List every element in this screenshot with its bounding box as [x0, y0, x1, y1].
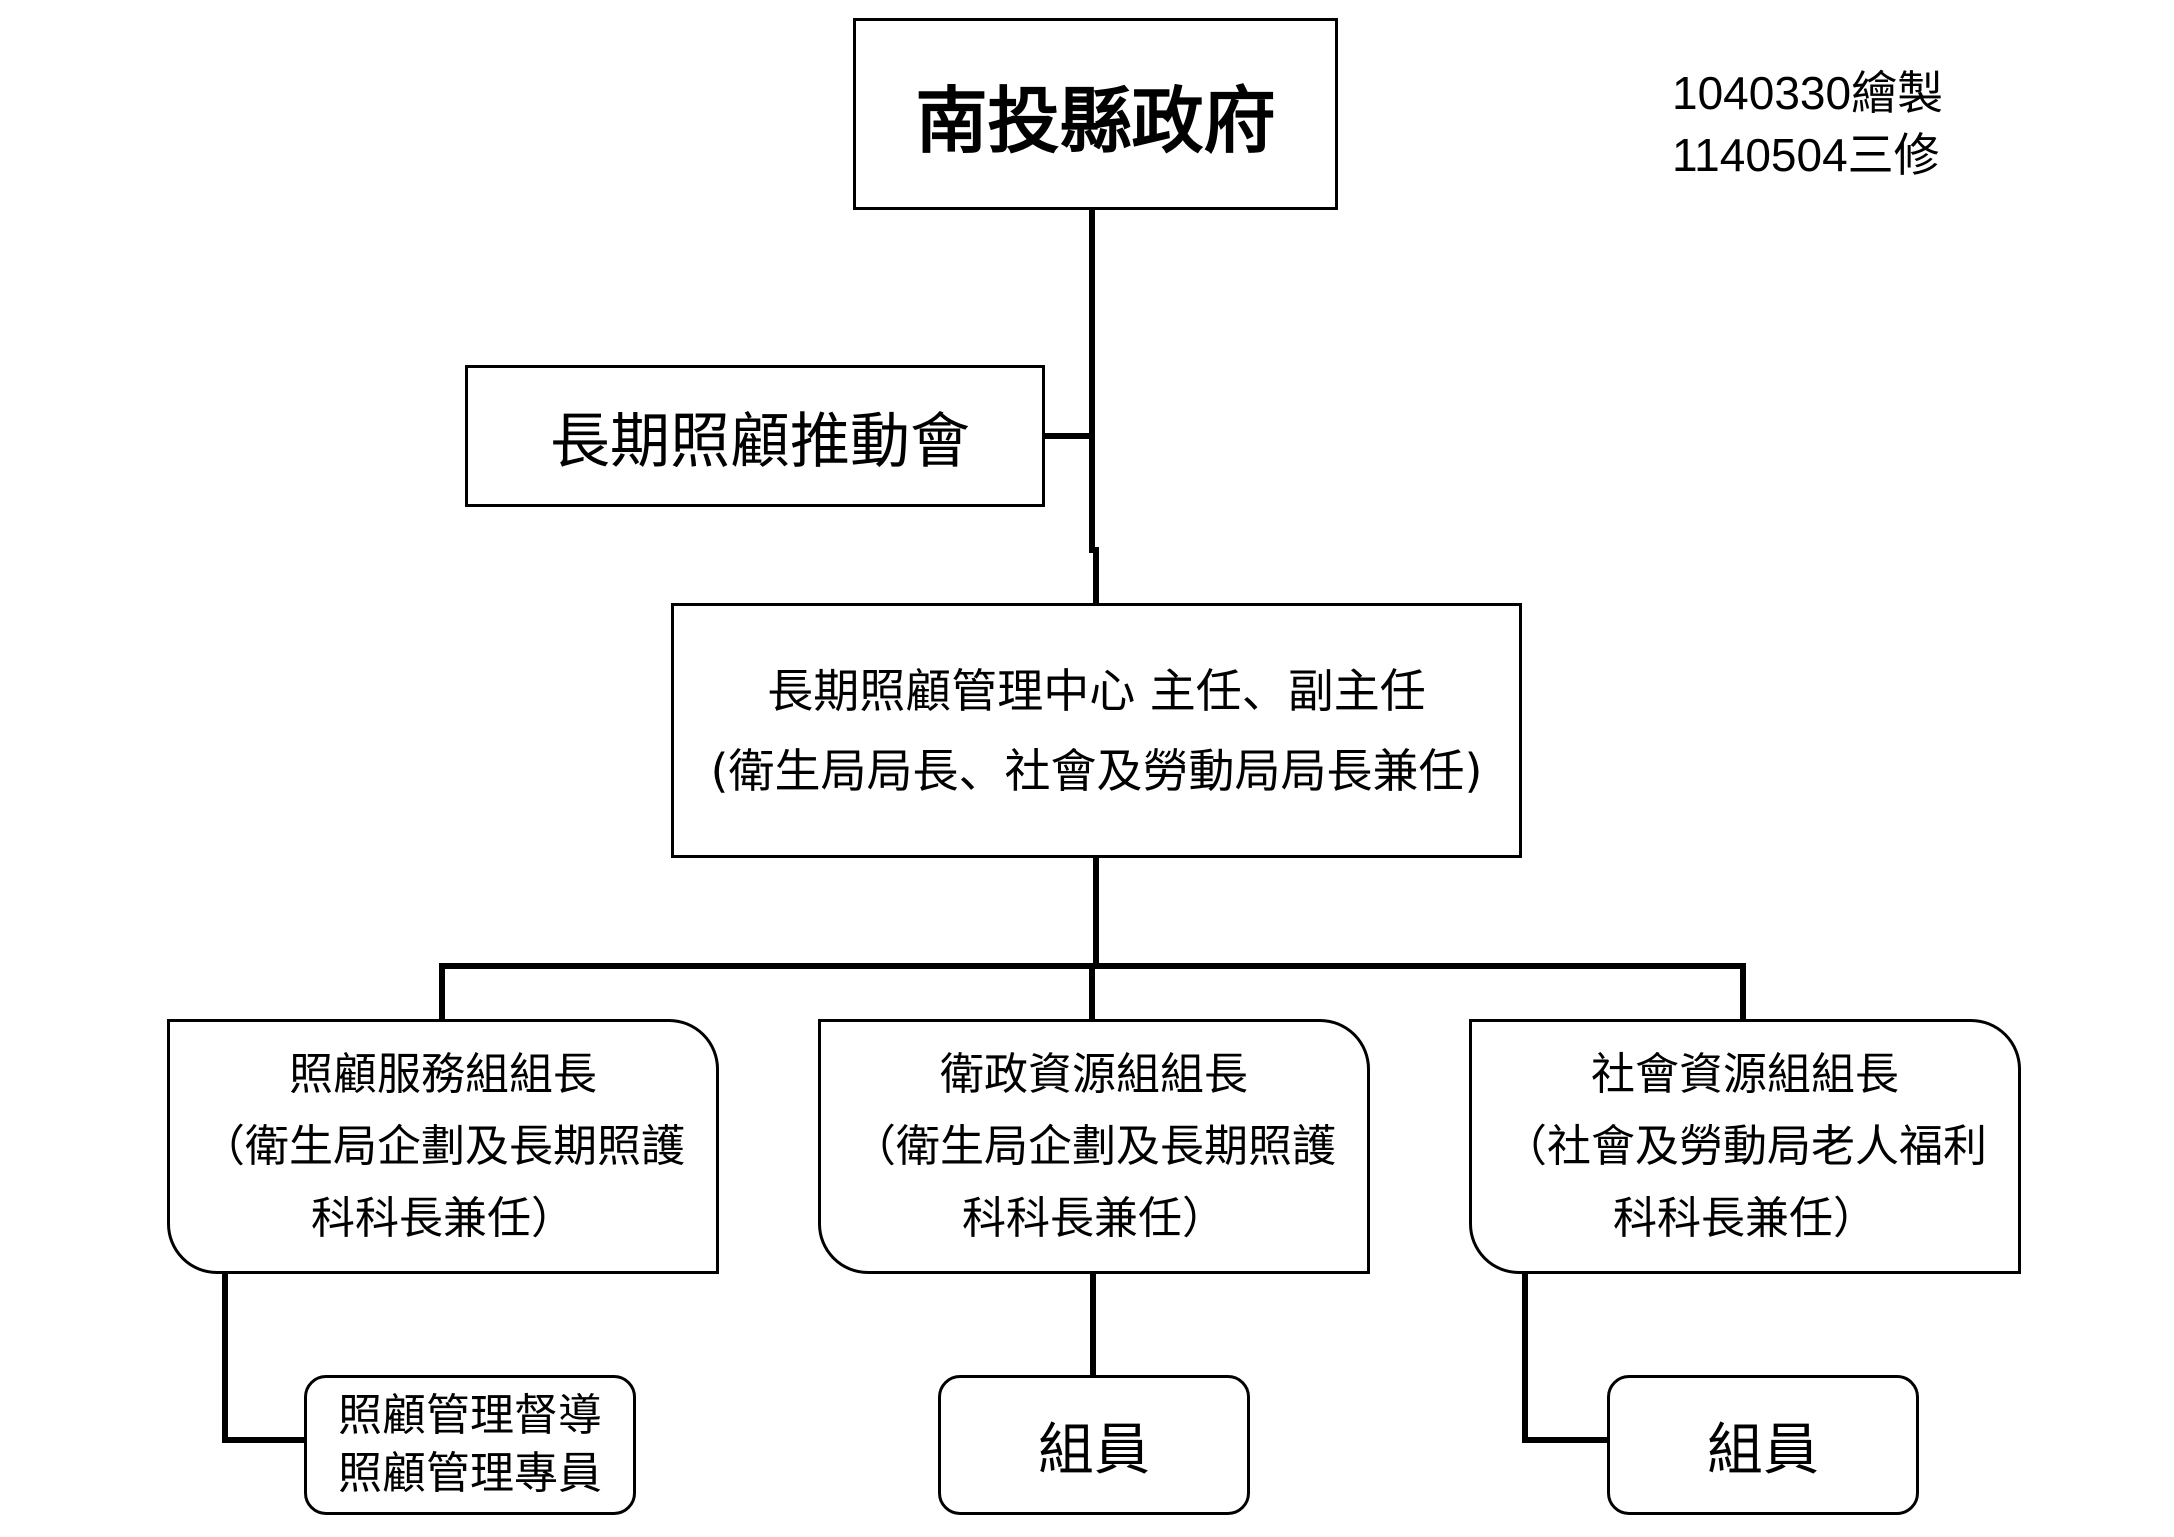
connector-g1-to-leaf1	[222, 1271, 307, 1443]
member-label: 照顧管理督導	[338, 1390, 602, 1441]
node-root-label: 南投縣政府	[915, 78, 1276, 163]
group-note-line1: （衛生局企劃及長期照護	[852, 1120, 1336, 1172]
group-title: 照顧服務組組長	[289, 1048, 597, 1100]
node-group-care-services: 照顧服務組組長 （衛生局企劃及長期照護 科科長兼任）	[167, 1019, 719, 1274]
node-root-county-government: 南投縣政府	[853, 18, 1338, 210]
stamp-drawn-date: 1040330繪製	[1672, 67, 1944, 119]
group-note-line2: 科科長兼任）	[962, 1192, 1226, 1244]
node-council-label: 長期照顧推動會	[550, 406, 970, 477]
group-title: 衛政資源組組長	[940, 1048, 1248, 1100]
group-title: 社會資源組組長	[1591, 1048, 1899, 1100]
group-note-line1: （社會及勞動局老人福利	[1503, 1120, 1987, 1172]
connector-root-to-center	[1089, 207, 1099, 606]
group-note-line2: 科科長兼任）	[1613, 1192, 1877, 1244]
node-social-resources-staff: 組員	[1607, 1375, 1919, 1515]
group-note-line1: （衛生局企劃及長期照護	[201, 1120, 685, 1172]
member-label: 組員	[1707, 1417, 1819, 1483]
node-care-services-staff: 照顧管理督導 照顧管理專員	[304, 1375, 636, 1515]
member-label: 組員	[1038, 1417, 1150, 1483]
group-note-line2: 科科長兼任）	[311, 1192, 575, 1244]
stamp-revised-date: 1140504三修	[1672, 129, 1940, 181]
node-group-social-resources: 社會資源組組長 （社會及勞動局老人福利 科科長兼任）	[1469, 1019, 2021, 1274]
node-center-title: 長期照顧管理中心 主任、副主任	[767, 663, 1426, 718]
member-label: 照顧管理專員	[338, 1448, 602, 1499]
connector-g3-to-leaf3	[1522, 1271, 1610, 1443]
revision-stamp: 1040330繪製 1140504三修	[1672, 62, 1943, 186]
node-long-term-care-council: 長期照顧推動會	[465, 365, 1045, 507]
node-health-resources-staff: 組員	[938, 1375, 1250, 1515]
node-center-note: (衛生局局長、社會及勞動局局長兼任)	[710, 743, 1483, 798]
node-care-management-center: 長期照顧管理中心 主任、副主任 (衛生局局長、社會及勞動局局長兼任)	[671, 603, 1522, 858]
node-group-health-resources: 衛政資源組組長 （衛生局企劃及長期照護 科科長兼任）	[818, 1019, 1370, 1274]
